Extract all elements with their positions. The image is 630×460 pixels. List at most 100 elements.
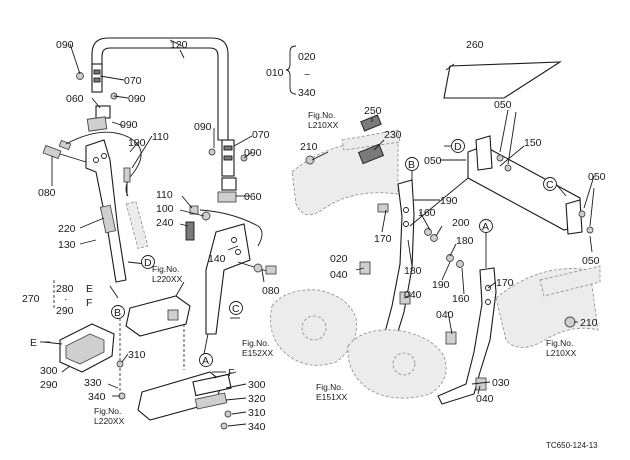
part-label: 260 [466,39,484,51]
callout-c-left: C [232,303,240,315]
callout-c-right: C [546,179,554,191]
washer-340-right [220,422,228,430]
part-label: 040 [436,309,454,321]
ghost-fender-right [495,265,601,348]
callout-letters: D B A C E F B D C A [30,141,554,379]
rops-bar-120 [91,37,229,141]
lock-block-060-left [86,105,111,132]
set-sep-label: · [64,293,68,305]
part-label: 060 [66,93,84,105]
part-label: 340 [248,421,266,433]
callout-b-right: B [408,159,415,171]
part-label: 310 [128,349,146,361]
part-label: 040 [476,393,494,405]
part-label: 150 [524,137,542,149]
part-label: 110 [152,131,169,143]
callout-d-left: D [144,257,152,269]
part-label: 190 [440,195,458,207]
part-label: 180 [404,265,422,277]
washer-310 [116,360,124,368]
part-label: 100 [128,137,146,149]
callout-circles [40,139,557,373]
ghost-transmission-e151 [347,329,447,399]
part-label: 040 [404,289,422,301]
manual-260 [443,61,562,99]
part-label: 040 [330,269,348,281]
part-label: 330 [84,377,102,389]
part-label: 060 [244,191,262,203]
washer-310-right [224,410,232,418]
range-brace [285,45,297,95]
set-ref-e: E [86,283,93,295]
set-group-label: 270 [22,293,40,305]
part-label: 140 [208,253,226,265]
fig-ref-id: L220XX [94,416,125,426]
part-label: 050 [424,155,442,167]
leader-lines [43,39,595,427]
pin-110-left [123,167,131,196]
bracket-070-right [221,139,235,177]
part-label: 170 [374,233,392,245]
part-label: 210 [580,317,598,329]
range-sep-label: ~ [304,69,310,81]
part-label: 050 [494,99,512,111]
part-label: 010 [266,67,284,79]
fig-ref-id: L220XX [152,274,183,284]
part-label: 020 [330,253,348,265]
part-label: 160 [418,207,436,219]
fig-ref-id: L210XX [308,120,339,130]
part-label: 300 [248,379,266,391]
set-top-label: 280 [56,283,74,295]
part-label: 210 [300,141,318,153]
callout-b-left: B [114,307,121,319]
part-label: 050 [588,171,606,183]
callout-d-right: D [454,141,462,153]
set-ref-f: F [86,297,92,309]
part-label: 070 [252,129,270,141]
part-label: 090 [194,121,212,133]
seatbelt-buckle-e [59,323,115,373]
part-label: 240 [156,217,174,229]
part-label: 300 [40,365,58,377]
crossbar-150 [409,135,583,235]
part-label: 020 [298,51,316,63]
wire-harness-right [199,209,263,247]
part-label: 110 [156,189,173,201]
image-code: TC650-124-13 [546,441,598,450]
callout-f-left: F [228,367,234,379]
part-number-labels: 090 120 070 060 090 090 100 110 080 090 … [38,39,606,433]
set-bottom-label: 290 [56,305,74,317]
part-label: 030 [492,377,510,389]
stay-220-130 [85,139,127,283]
fig-references: Fig.No. L210XX Fig.No. L220XX Fig.No. E1… [94,110,577,426]
part-label: 130 [58,239,76,251]
part-label: 230 [384,129,402,141]
pins-100-110-240 [185,205,211,241]
fig-ref-line: Fig.No. [94,406,121,416]
fig-ref-id: E152XX [242,348,274,358]
washer-090-right [208,148,216,156]
stay-140 [205,223,251,335]
part-label: 290 [40,379,58,391]
ghost-pad-left [125,200,149,250]
part-label: 090 [244,147,262,159]
lower-bracket-assembly [119,295,232,421]
fig-ref-line: Fig.No. [308,110,335,120]
part-label: 310 [248,407,266,419]
part-label: 070 [124,75,142,87]
part-label: 220 [58,223,76,235]
part-label: 180 [456,235,474,247]
bolt-080-left [42,139,87,163]
part-label: 160 [452,293,470,305]
lock-block-060-right [217,177,237,203]
part-label: 120 [170,39,188,51]
part-label: 200 [452,217,470,229]
part-label: 090 [56,39,74,51]
callout-a-right: A [482,221,489,233]
part-label: 340 [298,87,316,99]
part-label: 190 [432,279,450,291]
bolt-080-right [237,261,277,275]
bracket-070-left [91,63,103,93]
part-label: 080 [262,285,280,297]
